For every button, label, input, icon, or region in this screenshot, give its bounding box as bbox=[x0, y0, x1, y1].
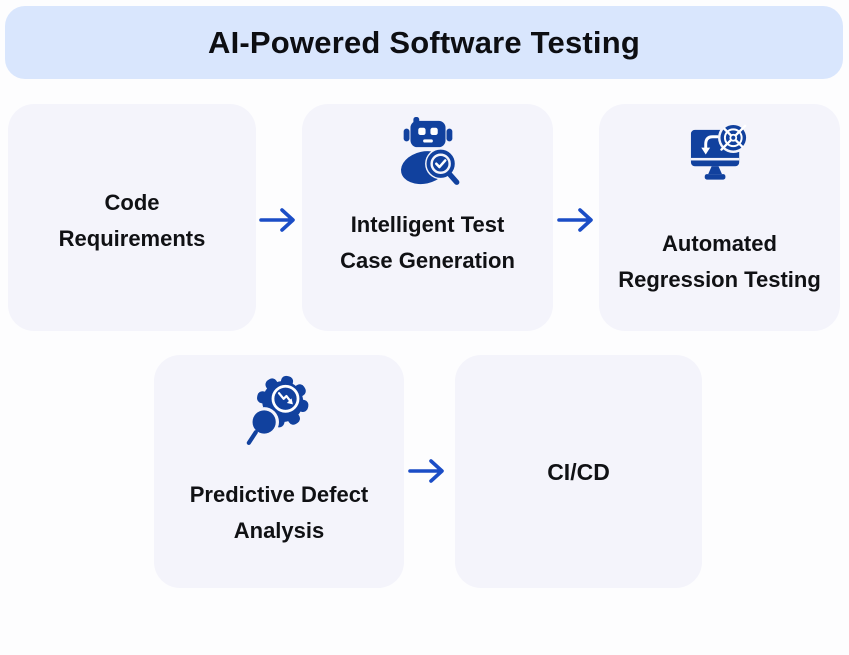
robot-test-magnifier-icon bbox=[396, 117, 460, 191]
flow-arrow-1 bbox=[258, 202, 298, 238]
page-title: AI-Powered Software Testing bbox=[208, 24, 640, 60]
node-code-requirements: Code Requirements bbox=[8, 104, 256, 331]
node-automated-regression-testing: Automated Regression Testing bbox=[599, 104, 840, 331]
node-label: Code Requirements bbox=[58, 189, 206, 251]
flow-arrow-3 bbox=[407, 453, 447, 489]
monitor-automation-gauge-icon bbox=[688, 121, 751, 184]
gear-magnifier-icon bbox=[243, 370, 315, 448]
node-label: Predictive Defect Analysis bbox=[189, 482, 369, 543]
right-arrow-icon bbox=[408, 459, 444, 483]
right-arrow-icon bbox=[259, 208, 295, 232]
right-arrow-icon bbox=[557, 208, 593, 232]
node-ci-cd: CI/CD bbox=[455, 355, 702, 588]
title-banner: AI-Powered Software Testing bbox=[5, 6, 843, 79]
node-label: Automated Regression Testing bbox=[618, 231, 821, 292]
node-intelligent-test-case-generation: Intelligent Test Case Generation bbox=[302, 104, 553, 331]
node-predictive-defect-analysis: Predictive Defect Analysis bbox=[154, 355, 404, 588]
node-label: Intelligent Test Case Generation bbox=[340, 212, 515, 273]
node-label: CI/CD bbox=[547, 458, 610, 485]
flow-arrow-2 bbox=[556, 202, 596, 238]
